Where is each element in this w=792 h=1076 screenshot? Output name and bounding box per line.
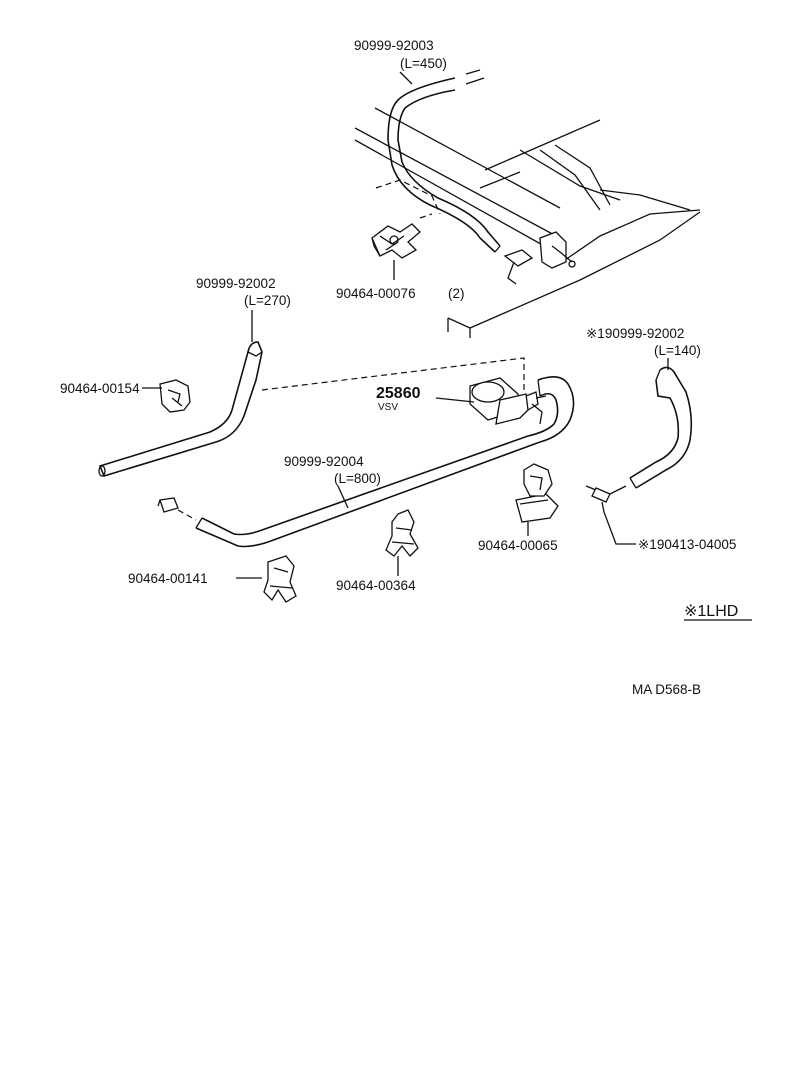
label-vsv-part: 25860 [376, 385, 421, 402]
label-hose-long-len: (L=800) [334, 471, 381, 486]
label-clamp-bl-part: 90464-00141 [128, 571, 208, 586]
clamp-top-icon [371, 223, 421, 259]
label-clamp-top-part: 90464-00076 [336, 286, 416, 301]
legend-note: ※1LHD [684, 603, 738, 620]
dash-clamp-top-a [375, 179, 441, 215]
fitting-icon [585, 485, 627, 513]
clamp-bl-icon [263, 555, 297, 603]
hose-right [629, 366, 693, 489]
clamp-left-icon [159, 379, 191, 413]
label-clamp-bm-part: 90464-00364 [336, 578, 416, 593]
label-vsv-sub: VSV [378, 402, 398, 413]
label-clamp-left-part: 90464-00154 [60, 381, 140, 396]
drawing-code: MA D568-B [632, 682, 701, 697]
label-hose-right-part: ※190999-92002 [586, 326, 684, 341]
label-hose-right-len: (L=140) [654, 343, 701, 358]
label-hose-top-len: (L=450) [400, 56, 447, 71]
label-hose-top-part: 90999-92003 [354, 38, 434, 53]
hose-long-end-icon [157, 497, 197, 521]
label-clamp-br-part: 90464-00065 [478, 538, 558, 553]
engine-body-outline [354, 107, 701, 338]
clamp-bm-icon [385, 509, 419, 557]
leader-fitting [603, 511, 636, 545]
label-hose-long-part: 90999-92004 [284, 454, 364, 469]
hose-left [98, 341, 263, 477]
label-hose-left-part: 90999-92002 [196, 276, 276, 291]
leader-hose-top [399, 71, 413, 85]
leader-vsv [435, 397, 475, 403]
label-hose-left-len: (L=270) [244, 293, 291, 308]
dash-clamp-top-b [419, 213, 433, 219]
label-fitting-part: ※190413-04005 [638, 537, 736, 552]
label-clamp-top-qty: (2) [448, 286, 465, 301]
leader-hose-long [337, 485, 349, 509]
hose-long [195, 376, 575, 548]
connector-engine-icon [503, 231, 576, 285]
vsv-icon [469, 377, 547, 425]
dash-hose-left-vsv [261, 357, 525, 400]
clamp-br-icon [515, 463, 559, 523]
hose-top [387, 69, 501, 253]
